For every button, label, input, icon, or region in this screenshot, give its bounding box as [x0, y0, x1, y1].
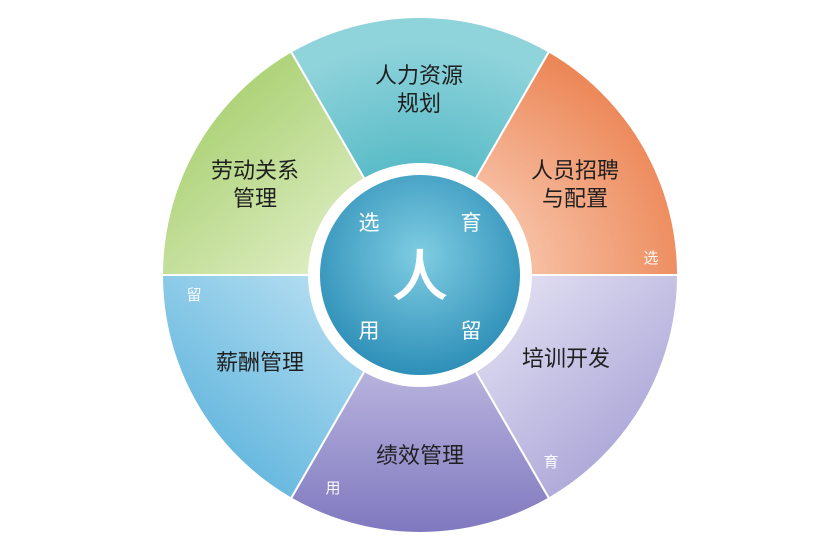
- core-char-select: 选: [359, 211, 380, 235]
- segment-performance-label-1: 绩效管理: [376, 444, 464, 469]
- segment-performance: [289, 272, 551, 534]
- core-circle: [320, 175, 520, 375]
- core-main-char: 人: [393, 244, 447, 308]
- segment-recruitment-label-1: 人员招聘: [531, 159, 619, 184]
- edge-tag-develop: 育: [543, 453, 558, 471]
- core-char-use: 用: [359, 319, 380, 343]
- segment-compensation-label-1: 薪酬管理: [216, 351, 304, 376]
- segment-recruitment-label-2: 与配置: [542, 187, 608, 212]
- segment-labor-relations-label-1: 劳动关系: [211, 159, 299, 184]
- edge-tag-retain: 留: [186, 286, 201, 304]
- segment-labor-relations-label-2: 管理: [233, 187, 277, 212]
- core-char-retain: 留: [461, 319, 482, 343]
- edge-tag-select: 选: [643, 249, 658, 267]
- segment-hr-planning-label-2: 规划: [397, 92, 441, 117]
- core-char-develop: 育: [461, 211, 482, 235]
- edge-tag-use: 用: [325, 479, 340, 497]
- segment-hr-planning: [289, 16, 551, 278]
- segment-hr-planning-label-1: 人力资源: [375, 64, 463, 89]
- segment-training-label-1: 培训开发: [522, 347, 610, 372]
